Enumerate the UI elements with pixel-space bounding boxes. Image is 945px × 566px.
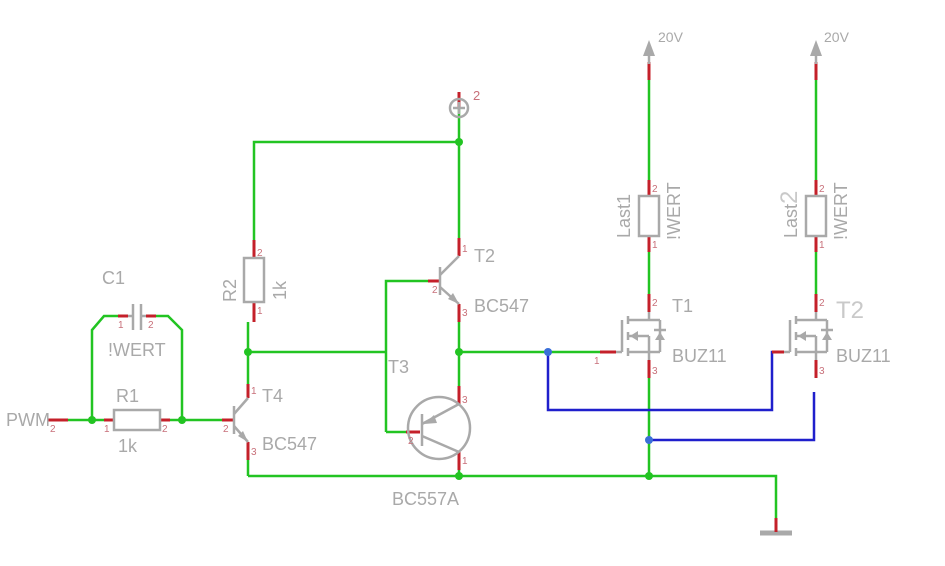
label-mos1-name: T1 xyxy=(672,296,693,316)
label-last1-name: Last1 xyxy=(614,194,634,238)
bus-junction xyxy=(645,436,653,444)
bus-junction xyxy=(544,348,552,356)
label-last1-value: !WERT xyxy=(664,182,684,240)
label-plus-supply: 2 xyxy=(473,88,480,103)
label-c1-value: !WERT xyxy=(108,340,166,360)
svg-text:2: 2 xyxy=(819,184,825,195)
svg-text:1: 1 xyxy=(251,386,257,397)
bus-source-to-mos2 xyxy=(649,392,816,442)
label-t4-value: BC547 xyxy=(262,434,317,454)
plus-supply-icon xyxy=(448,97,470,119)
svg-text:2: 2 xyxy=(408,436,414,447)
wire-c1-right xyxy=(156,314,184,420)
label-supply-1: 20V xyxy=(658,29,684,45)
label-t2-name: T2 xyxy=(474,246,495,266)
svg-text:2: 2 xyxy=(257,248,263,259)
svg-text:2: 2 xyxy=(50,424,56,435)
label-r2-name: R2 xyxy=(220,279,240,302)
wire-r2-top xyxy=(252,95,461,248)
svg-text:1: 1 xyxy=(462,456,468,467)
label-r1-value: 1k xyxy=(118,436,138,456)
label-last2-value: !WERT xyxy=(831,182,851,240)
transistor-t3 xyxy=(406,395,472,461)
svg-text:1: 1 xyxy=(594,356,600,367)
wire-ground-rail xyxy=(248,474,778,520)
resistor-r1 xyxy=(112,408,162,432)
svg-text:1: 1 xyxy=(819,240,825,251)
wire-t2-base xyxy=(384,279,428,432)
label-t3-value: BC557A xyxy=(392,489,459,509)
label-mos1-value: BUZ11 xyxy=(672,346,727,366)
bus-gate-to-mos2 xyxy=(546,350,784,412)
svg-text:3: 3 xyxy=(251,447,257,458)
label-r2-value: 1k xyxy=(270,280,290,300)
svg-text:2: 2 xyxy=(148,320,154,331)
mosfet-t2 xyxy=(784,312,833,360)
transistor-t4 xyxy=(232,397,249,443)
svg-text:2: 2 xyxy=(223,424,229,435)
transistor-t2 xyxy=(438,255,460,305)
label-t2-value: BC547 xyxy=(474,296,529,316)
svg-text:1: 1 xyxy=(118,320,124,331)
svg-text:2: 2 xyxy=(652,298,658,309)
label-t3-name: T3 xyxy=(388,357,409,377)
svg-text:1: 1 xyxy=(652,240,658,251)
svg-text:1: 1 xyxy=(257,306,263,317)
label-supply-2: 20V xyxy=(824,29,850,45)
load-last2 xyxy=(804,194,828,238)
label-last2-suffix: 2 xyxy=(776,191,803,204)
svg-text:3: 3 xyxy=(652,366,658,377)
capacitor-c1 xyxy=(128,304,146,330)
svg-text:1: 1 xyxy=(462,244,468,255)
svg-text:Last2: Last2 xyxy=(776,191,803,238)
resistor-r2 xyxy=(242,256,266,304)
label-r1-name: R1 xyxy=(116,386,139,406)
load-last1 xyxy=(637,194,661,238)
pin-leads xyxy=(48,62,818,470)
nets xyxy=(68,80,818,520)
label-mos2-name: T2 xyxy=(836,297,864,324)
label-pwm: PWM xyxy=(6,410,50,430)
mosfet-t1 xyxy=(616,312,666,360)
supply-arrow-1-icon xyxy=(643,40,655,56)
junctions xyxy=(88,138,653,480)
svg-text:1: 1 xyxy=(104,424,110,435)
svg-text:3: 3 xyxy=(462,308,468,319)
label-c1-name: C1 xyxy=(102,268,125,288)
svg-text:2: 2 xyxy=(432,285,438,296)
svg-text:3: 3 xyxy=(462,395,468,406)
svg-text:3: 3 xyxy=(819,366,825,377)
svg-text:2: 2 xyxy=(162,424,168,435)
label-t4-name: T4 xyxy=(262,386,283,406)
label-last2-name: Last xyxy=(781,204,801,238)
supply-arrow-2-icon xyxy=(810,40,822,56)
wire-c1-left xyxy=(90,314,118,420)
label-mos2-value: BUZ11 xyxy=(836,346,891,366)
svg-text:2: 2 xyxy=(819,298,825,309)
svg-text:2: 2 xyxy=(652,184,658,195)
